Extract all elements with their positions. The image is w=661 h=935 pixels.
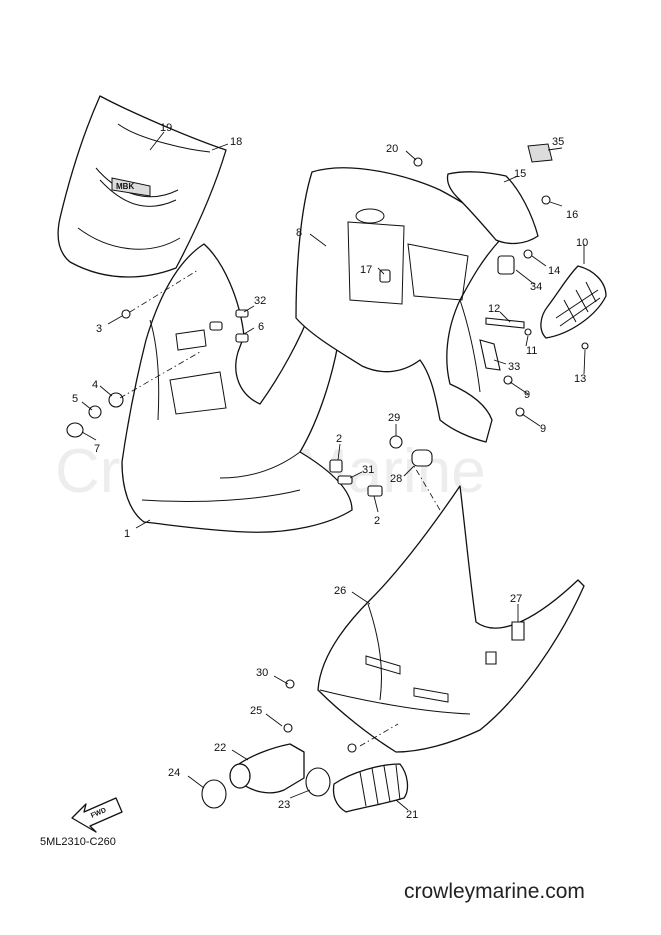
- rod: [485, 317, 525, 329]
- callout-11: 11: [526, 345, 537, 357]
- inner-panel: [295, 167, 501, 443]
- callout-3: 3: [96, 323, 102, 335]
- callout-4: 4: [92, 379, 98, 391]
- callout-8: 8: [296, 227, 302, 239]
- callout-12: 12: [488, 303, 500, 315]
- assembly-lines: [119, 269, 441, 747]
- callout-1: 1: [124, 528, 130, 540]
- callout-14: 14: [548, 265, 560, 277]
- callout-34: 34: [530, 281, 542, 293]
- callout-33: 33: [508, 361, 520, 373]
- grille: [540, 265, 607, 339]
- callout-5: 5: [72, 393, 78, 405]
- callout-13: 13: [574, 373, 586, 385]
- callout-24: 24: [168, 767, 180, 779]
- hose-clamp-23: [305, 767, 331, 797]
- callout-labels: 1 2 2 3 4 5 6 7 8 9 9 10 11 12 13 14 15 …: [72, 122, 588, 821]
- hose-clamp-24: [201, 779, 227, 809]
- callout-27: 27: [510, 593, 522, 605]
- small-panel: [446, 171, 539, 245]
- drawing-code: 5ML2310-C260: [40, 836, 116, 848]
- callout-6: 6: [258, 321, 264, 333]
- callout-2a: 2: [336, 433, 342, 445]
- callout-23: 23: [278, 799, 290, 811]
- callout-20: 20: [386, 143, 398, 155]
- callout-22: 22: [214, 742, 226, 754]
- callout-32: 32: [254, 295, 266, 307]
- callout-9b: 9: [540, 423, 546, 435]
- callout-18: 18: [230, 136, 242, 148]
- front-leg-shield: [121, 243, 353, 533]
- callout-15: 15: [514, 168, 526, 180]
- callout-7: 7: [94, 443, 100, 455]
- website-footer: crowleymarine.com: [404, 880, 585, 903]
- callout-30: 30: [256, 667, 268, 679]
- callout-35: 35: [552, 136, 564, 148]
- leader-lines: [81, 131, 586, 811]
- label-sticker: [527, 143, 553, 163]
- bracket: [479, 339, 501, 371]
- callout-9a: 9: [524, 389, 530, 401]
- fwd-arrow-icon: FWD: [71, 797, 123, 833]
- rubber-boot: [332, 763, 409, 813]
- callout-21: 21: [406, 809, 418, 821]
- callout-25: 25: [250, 705, 262, 717]
- clip-part: [497, 255, 515, 275]
- badge-text: MBK: [116, 182, 134, 191]
- callout-10: 10: [576, 237, 588, 249]
- callout-17: 17: [360, 264, 372, 276]
- callout-26: 26: [334, 585, 346, 597]
- callout-31: 31: [362, 464, 374, 476]
- callout-19: 19: [160, 122, 172, 134]
- callout-16: 16: [566, 209, 578, 221]
- mbk-badge: MBK: [111, 177, 151, 197]
- intake-duct: [229, 743, 305, 794]
- callout-29: 29: [388, 412, 400, 424]
- callout-2b: 2: [374, 515, 380, 527]
- lower-cover: [317, 485, 585, 753]
- callout-28: 28: [390, 473, 402, 485]
